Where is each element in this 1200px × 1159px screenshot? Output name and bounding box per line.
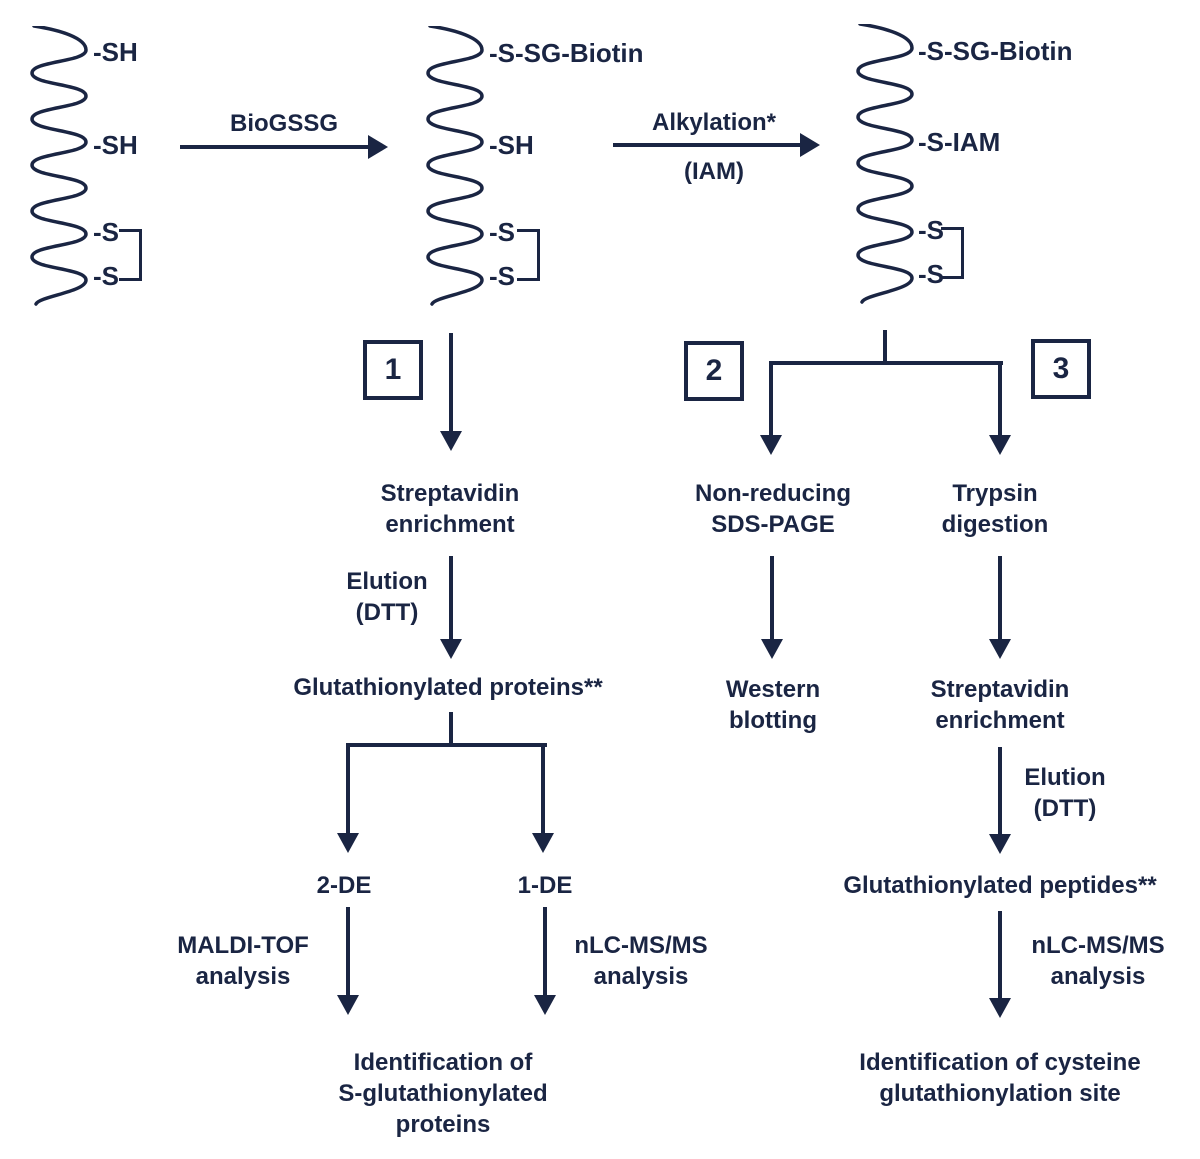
arrow-stem <box>998 556 1002 639</box>
flow-arrow-to-streptavidin-2 <box>988 556 1012 659</box>
arrowhead-down-icon <box>337 995 359 1015</box>
disulfide-sulfur-label: -S <box>93 261 119 291</box>
split-horizontal-line <box>346 743 547 747</box>
node-streptavidin-enrichment-2: Streptavidin enrichment <box>930 676 1070 734</box>
arrow-stem <box>346 745 350 833</box>
protein-backbone-3 <box>856 24 914 304</box>
reaction-label-iam: (IAM) <box>684 158 744 185</box>
flow-arrow-route-2 <box>759 363 783 455</box>
flow-arrow-nlc-2 <box>988 911 1012 1018</box>
thiol-label: -SH <box>93 37 138 67</box>
flow-arrow-maldi <box>336 907 360 1015</box>
protein-squiggle <box>856 24 914 304</box>
reaction-label-alkylation: Alkylation* <box>651 109 777 136</box>
arrow-stem <box>769 363 773 435</box>
arrowhead-down-icon <box>989 639 1011 659</box>
label-nlc-msms-analysis-1: nLC-MS/MS analysis <box>574 932 708 990</box>
label-nlc-msms-analysis-2: nLC-MS/MS analysis <box>1031 932 1165 990</box>
arrow-stem <box>346 907 350 995</box>
protein-squiggle <box>30 26 88 306</box>
reaction-arrow-biogssg <box>180 135 388 159</box>
disulfide-sulfur-label: -S <box>489 261 515 291</box>
arrowhead-down-icon <box>534 995 556 1015</box>
node-glutathionylated-peptides: Glutathionylated peptides** <box>843 872 1157 899</box>
disulfide-bracket <box>941 227 964 279</box>
arrowhead-down-icon <box>989 435 1011 455</box>
route-box-2: 2 <box>684 341 744 401</box>
arrowhead-down-icon <box>532 833 554 853</box>
arrow-stem <box>998 747 1002 834</box>
arrowhead-right-icon <box>800 133 820 157</box>
reaction-arrow-alkylation <box>613 133 820 157</box>
disulfide-bracket <box>119 229 142 281</box>
flow-arrow-to-streptavidin-1 <box>439 333 463 451</box>
arrowhead-down-icon <box>989 998 1011 1018</box>
route-number: 3 <box>1052 352 1070 385</box>
node-1-de: 1-DE <box>517 872 573 899</box>
route-number: 1 <box>384 353 402 386</box>
arrow-stem <box>613 143 800 147</box>
arrowhead-down-icon <box>440 431 462 451</box>
node-identification-proteins: Identification of S-glutathionylated pro… <box>338 1049 548 1138</box>
route-number: 2 <box>705 354 723 387</box>
node-2-de: 2-DE <box>316 872 372 899</box>
protein-backbone-2 <box>426 26 484 306</box>
arrowhead-down-icon <box>337 833 359 853</box>
arrow-stem <box>543 907 547 995</box>
arrowhead-down-icon <box>760 435 782 455</box>
arrowhead-right-icon <box>368 135 388 159</box>
label-maldi-tof-analysis: MALDI-TOF analysis <box>177 932 309 990</box>
flow-arrow-route-3 <box>988 363 1012 455</box>
node-non-reducing-sds-page: Non-reducing SDS-PAGE <box>695 480 851 538</box>
label-elution-dtt-1: Elution (DTT) <box>346 568 428 626</box>
flow-arrow-elution-1 <box>439 556 463 659</box>
iam-tag-label: -S-IAM <box>918 127 1001 157</box>
route-box-3: 3 <box>1031 339 1091 399</box>
arrow-stem <box>541 745 545 833</box>
protein-backbone-1 <box>30 26 88 306</box>
thiol-label: -SH <box>489 130 534 160</box>
flow-arrow-elution-2 <box>988 747 1012 854</box>
node-trypsin-digestion: Trypsin digestion <box>941 480 1049 538</box>
arrowhead-down-icon <box>440 639 462 659</box>
split-stub-line <box>449 712 453 746</box>
split-horizontal-line <box>769 361 1003 365</box>
arrow-stem <box>770 556 774 639</box>
node-western-blotting: Western blotting <box>725 676 821 734</box>
protein-squiggle <box>426 26 484 306</box>
flow-arrow-to-western <box>760 556 784 659</box>
flow-arrow-nlc-1 <box>533 907 557 1015</box>
arrow-stem <box>998 363 1002 435</box>
biotin-tag-label: -S-SG-Biotin <box>489 38 644 68</box>
disulfide-sulfur-label: -S <box>918 215 944 245</box>
route-box-1: 1 <box>363 340 423 400</box>
label-elution-dtt-2: Elution (DTT) <box>1024 764 1106 822</box>
biotin-tag-label: -S-SG-Biotin <box>918 36 1073 66</box>
disulfide-sulfur-label: -S <box>93 217 119 247</box>
disulfide-sulfur-label: -S <box>918 259 944 289</box>
disulfide-sulfur-label: -S <box>489 217 515 247</box>
node-identification-site: Identification of cysteine glutathionyla… <box>859 1049 1141 1107</box>
flow-arrow-to-1de <box>531 745 555 853</box>
arrowhead-down-icon <box>761 639 783 659</box>
thiol-label: -SH <box>93 130 138 160</box>
flow-arrow-to-2de <box>336 745 360 853</box>
disulfide-bracket <box>517 229 540 281</box>
split-stub-line <box>883 330 887 364</box>
node-streptavidin-enrichment-1: Streptavidin enrichment <box>380 480 520 538</box>
node-glutathionylated-proteins: Glutathionylated proteins** <box>293 674 603 701</box>
arrow-stem <box>180 145 368 149</box>
arrowhead-down-icon <box>989 834 1011 854</box>
arrow-stem <box>998 911 1002 998</box>
reaction-label-biogssg: BioGSSG <box>229 110 338 137</box>
arrow-stem <box>449 333 453 431</box>
arrow-stem <box>449 556 453 639</box>
